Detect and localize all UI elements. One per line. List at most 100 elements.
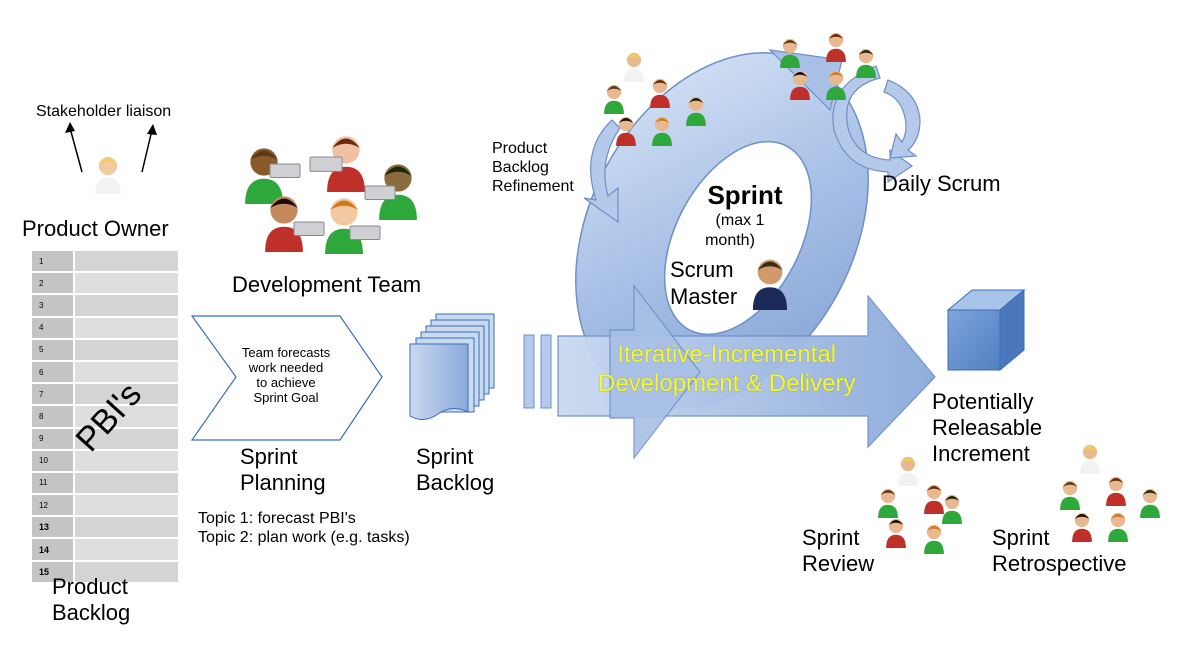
retro-member-avatar bbox=[1072, 512, 1092, 542]
retro-member-avatar bbox=[1080, 444, 1100, 474]
refinement-member-avatar bbox=[616, 116, 636, 146]
daily-scrum-label: Daily Scrum bbox=[882, 171, 1001, 196]
backlog-row-cell bbox=[74, 316, 178, 340]
backlog-row: 14 bbox=[32, 538, 178, 562]
backlog-row-number: 1 bbox=[32, 251, 75, 274]
backlog-row: 15 bbox=[32, 560, 178, 584]
backlog-row-cell bbox=[74, 516, 178, 540]
planning-arrow-line-2: work needed bbox=[248, 360, 324, 375]
sprint-backlog-label-1: Sprint bbox=[416, 444, 474, 469]
backlog-row-number: 2 bbox=[32, 272, 75, 296]
iterative-line-2: Development & Delivery bbox=[598, 370, 856, 397]
backlog-row-number: 6 bbox=[32, 360, 75, 385]
topic-2-label: Topic 2: plan work (e.g. tasks) bbox=[198, 529, 410, 546]
flow-bar-2 bbox=[540, 334, 552, 409]
sprint-duration-1: (max 1 bbox=[715, 212, 765, 229]
dev-member-avatar bbox=[379, 164, 417, 220]
backlog-row: 8 bbox=[32, 405, 178, 429]
backlog-row: 2 bbox=[32, 272, 178, 296]
sprint-title: Sprint bbox=[707, 180, 783, 210]
iterative-arrow-inner bbox=[609, 284, 701, 460]
review-member-avatar bbox=[898, 456, 918, 486]
sprint-backlog-stack-icon bbox=[409, 313, 495, 420]
backlog-row-number: 14 bbox=[32, 538, 75, 562]
backlog-row-number: 4 bbox=[32, 316, 75, 340]
product-backlog-label-2: Backlog bbox=[52, 600, 131, 625]
backlog-row-cell bbox=[74, 405, 178, 429]
refinement-line-2: Backlog bbox=[492, 159, 549, 176]
laptop-icon bbox=[293, 221, 325, 236]
scrum-master-avatar bbox=[752, 259, 788, 310]
daily-scrum-member-avatar bbox=[826, 32, 846, 62]
review-member-avatar bbox=[924, 484, 944, 514]
backlog-row-number: 10 bbox=[32, 449, 75, 473]
refinement-member-avatar bbox=[652, 116, 672, 146]
flow-bar-1 bbox=[523, 334, 535, 409]
topic-1-label: Topic 1: forecast PBI's bbox=[198, 510, 356, 527]
planning-arrow-line-1: Team forecasts bbox=[241, 345, 331, 360]
iterative-line-1: Iterative-Incremental bbox=[617, 341, 837, 368]
backlog-row: 9 bbox=[32, 427, 178, 451]
sprint-planning-label-2: Planning bbox=[240, 470, 326, 495]
backlog-row-cell bbox=[74, 383, 178, 407]
backlog-row-number: 9 bbox=[32, 427, 75, 451]
backlog-row-number: 5 bbox=[32, 338, 75, 362]
backlog-row: 12 bbox=[32, 494, 178, 518]
development-team-label: Development Team bbox=[232, 272, 422, 297]
backlog-row-cell bbox=[74, 251, 178, 274]
backlog-row: 5 bbox=[32, 338, 178, 362]
backlog-row-cell bbox=[74, 471, 178, 496]
refinement-label: Product Backlog Refinement bbox=[492, 139, 574, 196]
backlog-row-cell bbox=[74, 294, 178, 318]
sprint-retro-label-2: Retrospective bbox=[992, 551, 1127, 576]
laptop-icon bbox=[309, 156, 343, 172]
backlog-row-number: 13 bbox=[32, 516, 75, 540]
increment-line-1: Potentially bbox=[932, 389, 1034, 414]
backlog-row-number: 15 bbox=[32, 560, 75, 584]
increment-line-2: Releasable bbox=[932, 415, 1043, 440]
review-member-avatar bbox=[886, 518, 906, 548]
backlog-row-cell bbox=[74, 338, 178, 362]
backlog-row-cell bbox=[74, 360, 178, 385]
sprint-planning-arrow bbox=[190, 315, 383, 441]
backlog-row: 6 bbox=[32, 360, 178, 385]
backlog-row: 4 bbox=[32, 316, 178, 340]
refinement-member-avatar bbox=[686, 96, 706, 126]
refinement-member-avatar bbox=[650, 78, 670, 108]
review-member-avatar bbox=[924, 524, 944, 554]
sprint-review-label-2: Review bbox=[802, 551, 875, 576]
backlog-row: 3 bbox=[32, 294, 178, 318]
increment-label: Potentially Releasable Increment bbox=[932, 389, 1042, 467]
laptop-icon bbox=[349, 225, 381, 240]
sprint-retro-label-1: Sprint bbox=[992, 525, 1050, 550]
daily-scrum-member-avatar bbox=[790, 70, 810, 100]
refinement-line-3: Refinement bbox=[492, 178, 574, 195]
review-member-avatar bbox=[878, 488, 898, 518]
backlog-row-number: 11 bbox=[32, 471, 75, 496]
iterative-incremental-label: Iterative-Incremental Development & Deli… bbox=[598, 340, 855, 398]
backlog-row: 13 bbox=[32, 516, 178, 540]
sprint-backlog-label-2: Backlog bbox=[416, 470, 495, 495]
backlog-row-cell bbox=[74, 494, 178, 518]
retro-member-avatar bbox=[1108, 512, 1128, 542]
laptop-icon bbox=[364, 185, 396, 200]
retro-member-avatar bbox=[1060, 480, 1080, 510]
refinement-member-avatar bbox=[624, 52, 644, 82]
backlog-row: 7 bbox=[32, 383, 178, 407]
daily-scrum-member-avatar bbox=[780, 38, 800, 68]
backlog-row-cell bbox=[74, 449, 178, 473]
refinement-line-1: Product bbox=[492, 140, 548, 157]
daily-scrum-member-avatar bbox=[856, 48, 876, 78]
stakeholder-arrows bbox=[65, 122, 157, 173]
retro-member-avatar bbox=[1140, 488, 1160, 518]
retro-member-avatar bbox=[1106, 476, 1126, 506]
stakeholder-liaison-label: Stakeholder liaison bbox=[36, 103, 172, 120]
planning-arrow-line-4: Sprint Goal bbox=[253, 390, 319, 405]
product-owner-avatar bbox=[95, 156, 121, 194]
daily-scrum-member-avatar bbox=[826, 70, 846, 100]
increment-cube-icon bbox=[946, 288, 1026, 372]
people-group-icons bbox=[95, 32, 1160, 554]
